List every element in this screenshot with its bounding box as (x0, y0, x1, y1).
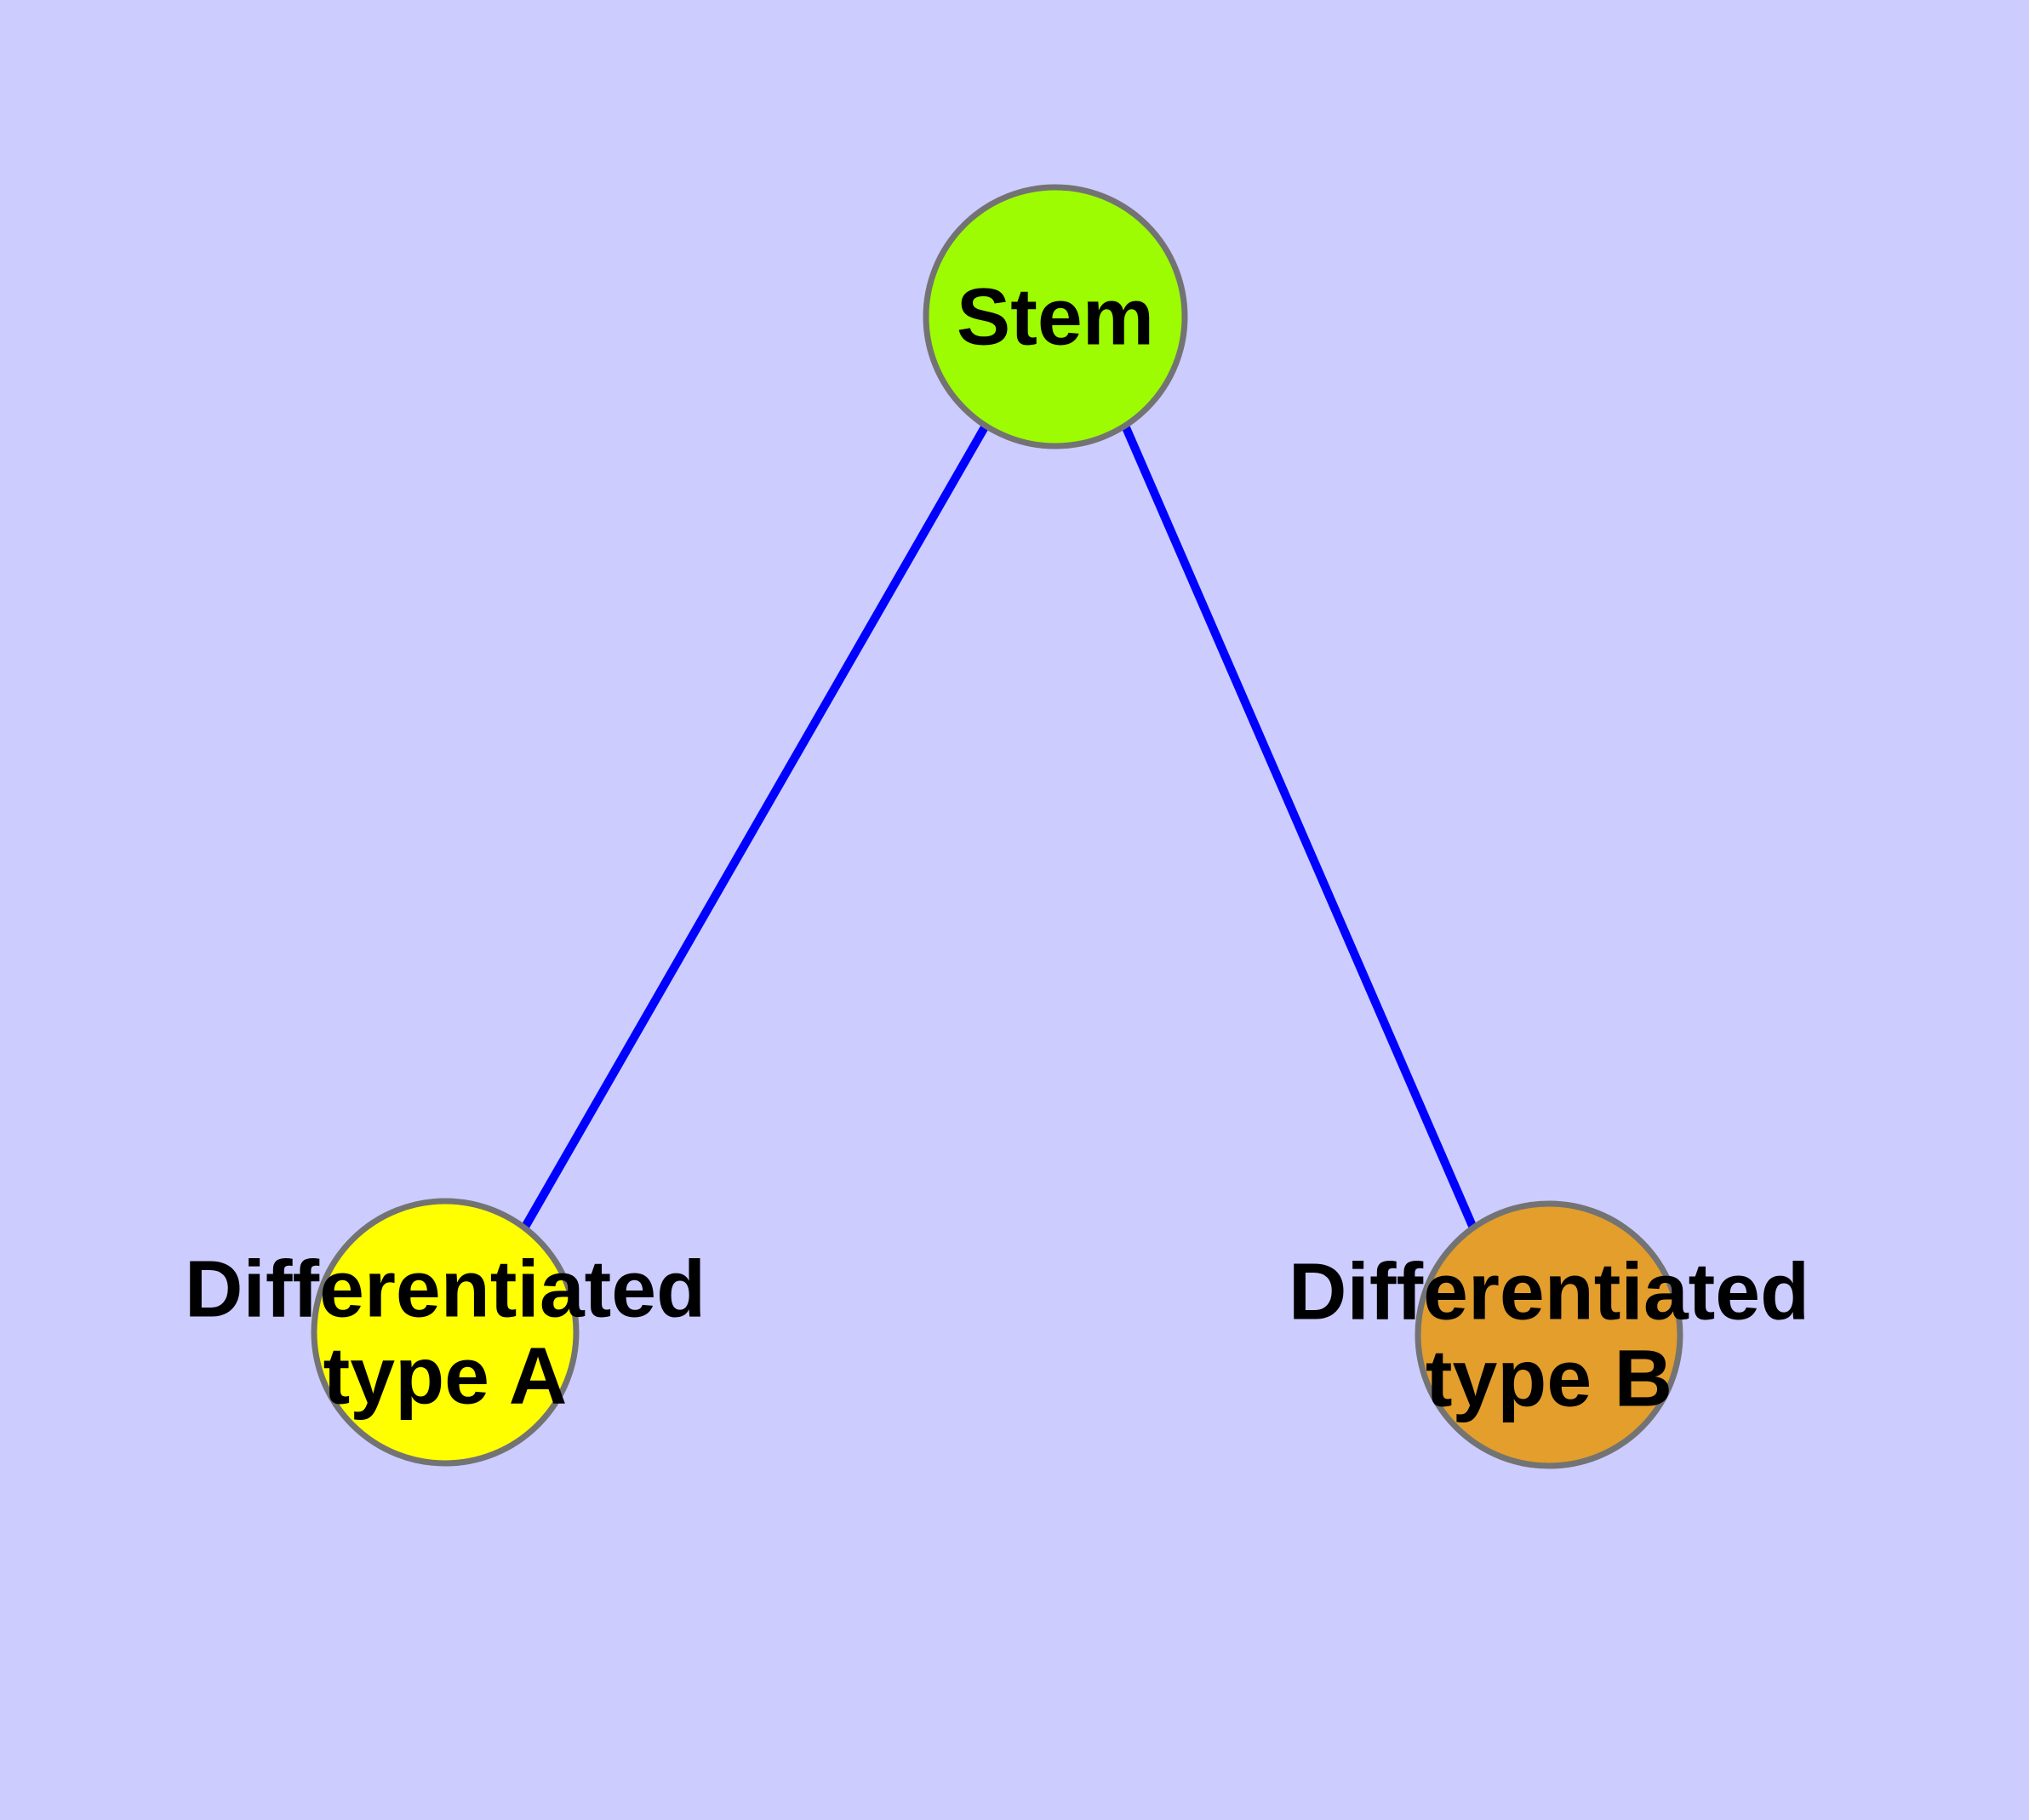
edge-stem-to-diff-b[interactable] (1121, 424, 1479, 1233)
node-label-stem: Stem (957, 272, 1154, 362)
node-label-line: Differentiated (185, 1244, 706, 1334)
node-stem[interactable] (923, 184, 1188, 449)
node-diff-b[interactable] (1415, 1200, 1683, 1469)
node-layer (311, 184, 1683, 1469)
node-diff-a[interactable] (311, 1198, 580, 1467)
node-label-line: Differentiated (1289, 1246, 1809, 1336)
edge-layer (520, 423, 1479, 1233)
node-label-line: type A (323, 1331, 568, 1421)
edge-stem-to-diff-a[interactable] (520, 423, 990, 1231)
node-label-line: Stem (957, 272, 1154, 362)
node-label-line: type B (1426, 1333, 1672, 1423)
